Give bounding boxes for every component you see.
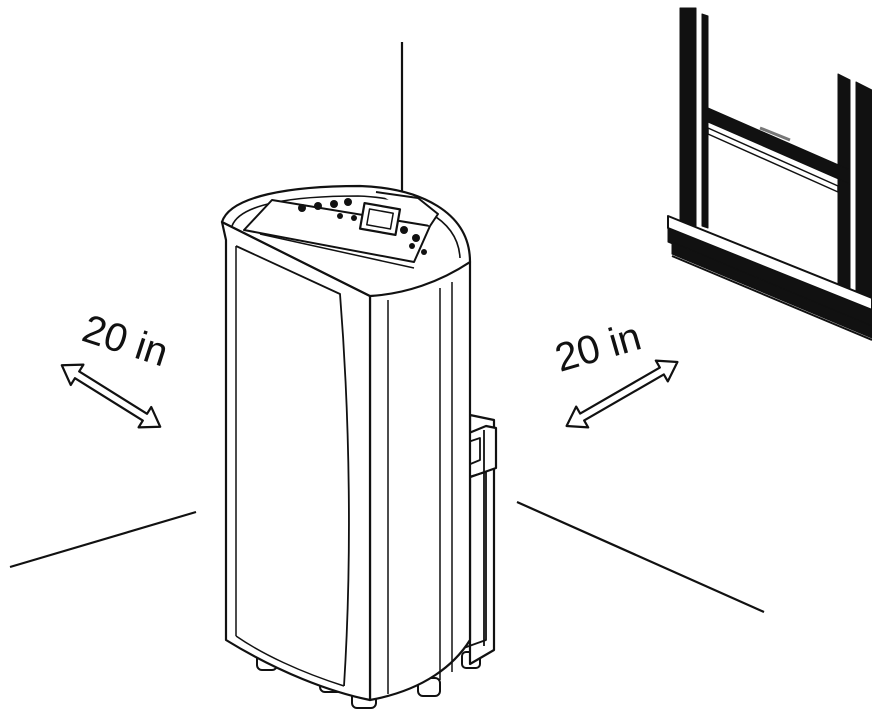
body-side-panel (370, 262, 470, 700)
window-frame (668, 8, 872, 340)
left-clearance-label: 20 in (77, 307, 173, 376)
portable-ac-unit (222, 186, 496, 708)
floor-line-right (517, 502, 764, 612)
right-clearance-label: 20 in (550, 314, 646, 380)
floor-line-left (10, 512, 196, 567)
